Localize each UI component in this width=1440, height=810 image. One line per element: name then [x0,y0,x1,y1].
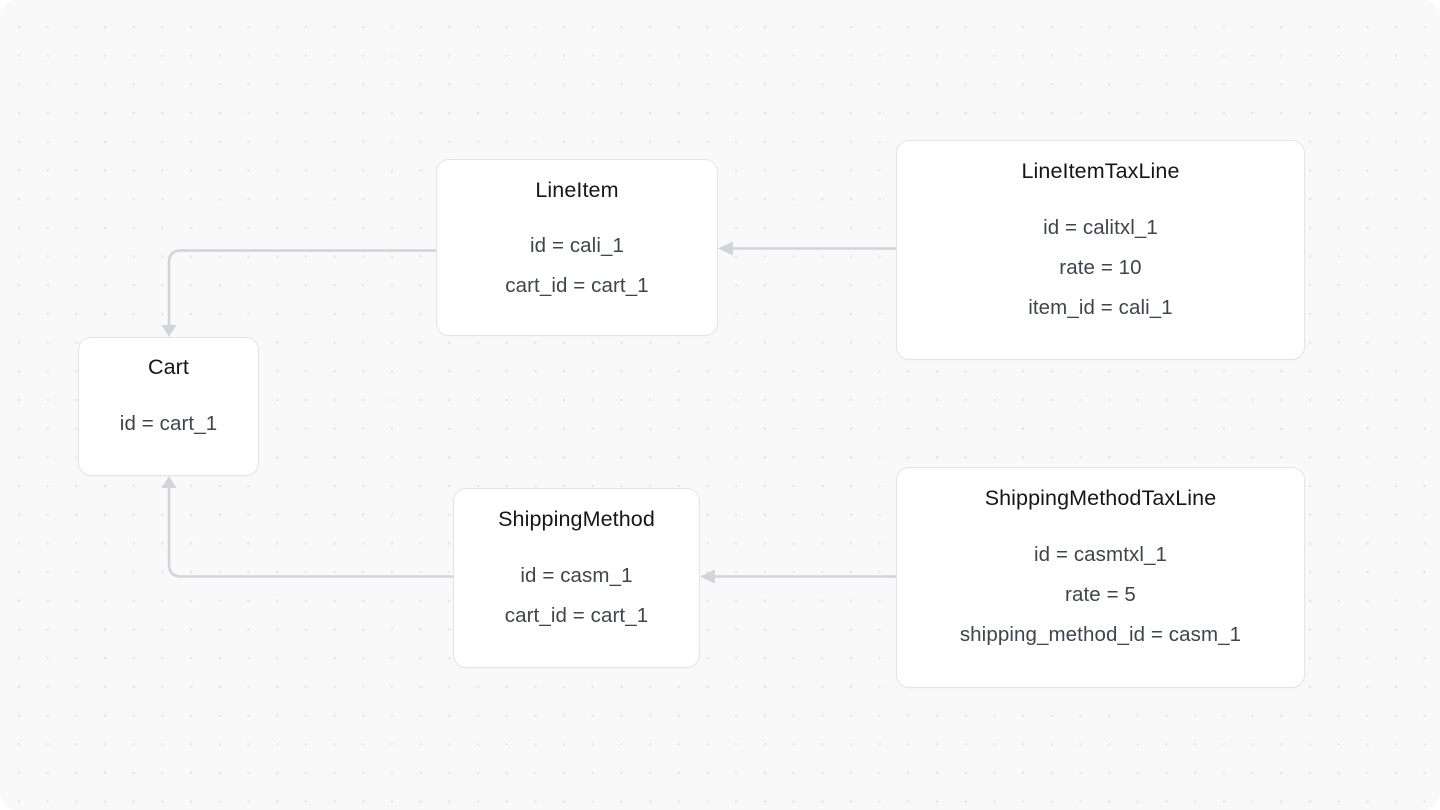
node-title: Cart [147,355,190,379]
node-fields: id = cali_1 cart_id = cart_1 [505,226,648,306]
node-field: id = calitxl_1 [1043,216,1158,239]
node-title: ShippingMethodTaxLine [984,486,1217,510]
node-field: id = cart_1 [119,412,218,435]
node-lineitem[interactable]: LineItem id = cali_1 cart_id = cart_1 [436,159,718,336]
node-field: rate = 10 [1059,256,1142,279]
node-field: id = casm_1 [520,564,633,587]
node-title: ShippingMethod [498,507,655,531]
node-field: item_id = cali_1 [1028,296,1173,319]
node-fields: id = casm_1 cart_id = cart_1 [505,556,648,636]
node-field: cart_id = cart_1 [505,274,649,297]
node-fields: id = casmtxl_1 rate = 5 shipping_method_… [960,535,1241,655]
node-field: shipping_method_id = casm_1 [959,623,1242,646]
node-cart[interactable]: Cart id = cart_1 [78,337,259,476]
node-field: id = casmtxl_1 [1034,543,1167,566]
node-title: LineItem [535,178,619,202]
node-fields: id = calitxl_1 rate = 10 item_id = cali_… [1028,208,1173,328]
node-shippingmethodtaxline[interactable]: ShippingMethodTaxLine id = casmtxl_1 rat… [896,467,1305,688]
node-field: id = cali_1 [530,234,624,257]
node-field: rate = 5 [1065,583,1136,606]
node-title: LineItemTaxLine [1021,159,1180,183]
node-shippingmethod[interactable]: ShippingMethod id = casm_1 cart_id = car… [453,488,700,668]
node-field: cart_id = cart_1 [504,604,649,627]
node-lineitemtaxline[interactable]: LineItemTaxLine id = calitxl_1 rate = 10… [896,140,1305,360]
node-fields: id = cart_1 [120,404,217,444]
